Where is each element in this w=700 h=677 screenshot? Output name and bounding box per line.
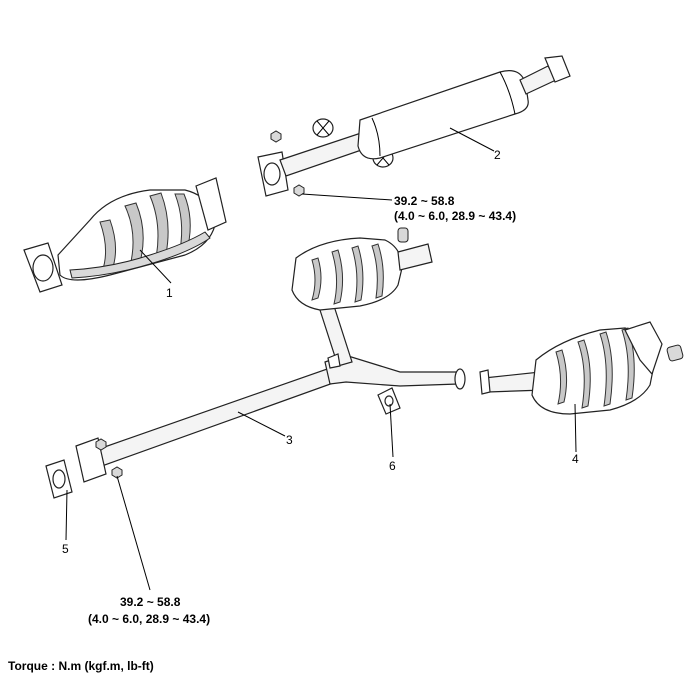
center-muffler-pipe [257,55,571,197]
nut-icon [95,438,107,451]
torque-conversion-upper: (4.0 ~ 6.0, 28.9 ~ 43.4) [394,209,516,223]
nut-icon [111,466,123,479]
gasket [45,459,73,499]
torque-value-lower: 39.2 ~ 58.8 [120,595,181,609]
callout-6: 6 [389,459,396,473]
torque-conversion-lower: (4.0 ~ 6.0, 28.9 ~ 43.4) [88,612,210,626]
torque-value-upper: 39.2 ~ 58.8 [394,194,455,208]
callout-1: 1 [166,286,173,300]
leader-lines [65,127,577,591]
callout-4: 4 [572,452,579,466]
callout-3: 3 [286,433,293,447]
nut-icon [293,184,305,197]
rear-muffler [479,321,684,415]
nut-icon [270,130,282,143]
torque-unit-legend: Torque : N.m (kgf.m, lb-ft) [8,659,154,673]
front-pipe [75,227,466,483]
callout-5: 5 [62,542,69,556]
callout-2: 2 [494,148,501,162]
hanger-rubber [377,387,401,415]
catalytic-converter [23,177,227,293]
